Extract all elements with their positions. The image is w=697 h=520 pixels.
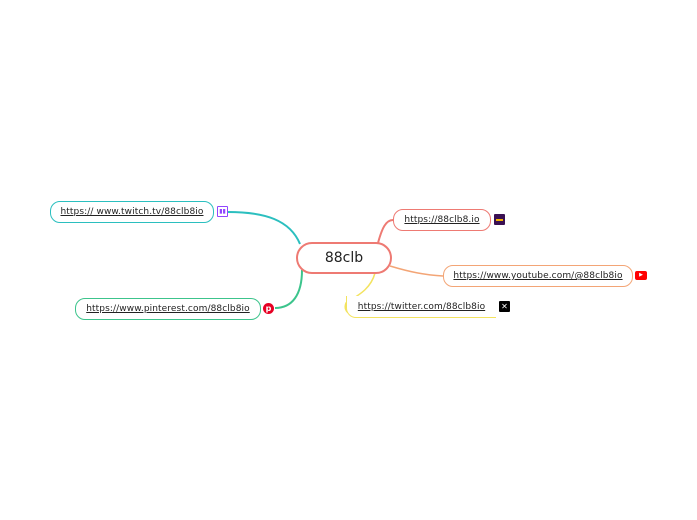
twitter-link[interactable]: https://twitter.com/88clb8io: [357, 301, 486, 312]
topic-pinterest[interactable]: https://www.pinterest.com/88clb8io: [75, 298, 261, 320]
connector-site: [377, 219, 394, 244]
twitch-icon: ▮▮: [217, 206, 228, 217]
topic-site[interactable]: https://88clb8.io: [393, 209, 491, 231]
youtube-link[interactable]: https://www.youtube.com/@88clb8io: [453, 271, 623, 281]
connector-twitch: [227, 211, 301, 245]
pinterest-icon: p: [263, 303, 274, 314]
twitch-link[interactable]: https:// www.twitch.tv/88clb8io: [60, 207, 204, 217]
pinterest-link[interactable]: https://www.pinterest.com/88clb8io: [86, 304, 250, 314]
site-link[interactable]: https://88clb8.io: [404, 215, 480, 225]
youtube-icon: ▶: [635, 271, 647, 280]
topic-twitter[interactable]: https://twitter.com/88clb8io: [346, 296, 496, 318]
topic-youtube[interactable]: https://www.youtube.com/@88clb8io: [443, 265, 633, 287]
connector-pinterest: [274, 269, 303, 309]
central-topic-label: 88clb: [324, 250, 364, 266]
site-favicon-icon: [494, 214, 505, 225]
connector-youtube: [389, 265, 444, 277]
central-topic[interactable]: 88clb: [296, 242, 392, 274]
x-twitter-icon: ✕: [499, 301, 510, 312]
topic-twitch[interactable]: https:// www.twitch.tv/88clb8io: [50, 201, 214, 223]
